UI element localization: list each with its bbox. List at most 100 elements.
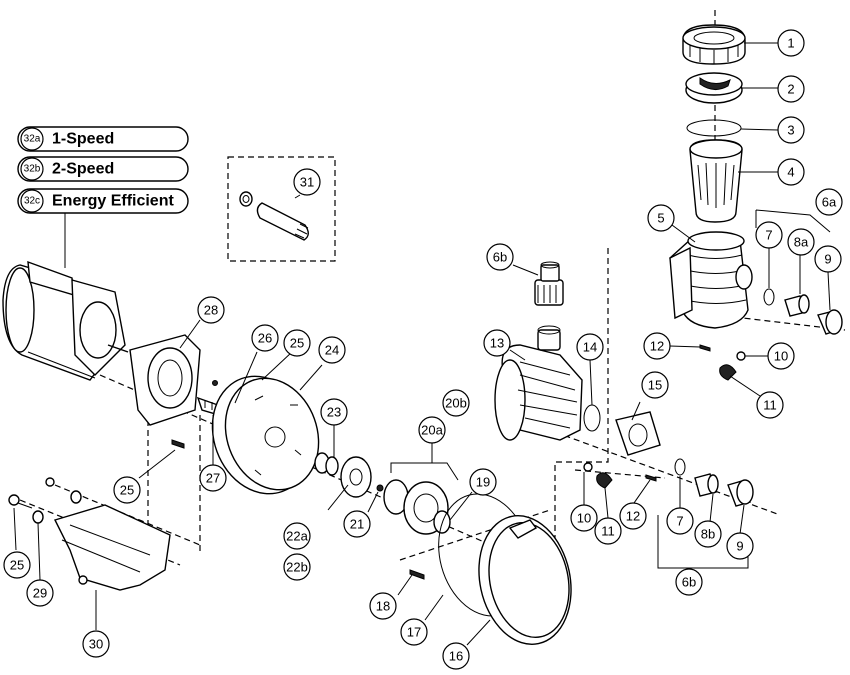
callout-label: 6b <box>493 250 507 265</box>
callout-23: 23 <box>320 398 348 426</box>
callout-label: 2-Speed <box>52 161 114 178</box>
callout-28: 28 <box>197 296 225 324</box>
callout-17: 17 <box>400 618 428 646</box>
lid-oring <box>686 119 742 137</box>
callout-10-top: 10 <box>767 342 795 370</box>
callout-label: 18 <box>376 599 390 614</box>
callout-7-top: 7 <box>755 221 783 249</box>
diffuser-ring <box>383 479 451 535</box>
callout-label: 7 <box>676 514 683 529</box>
callout-label: 21 <box>350 517 364 532</box>
callout-22b: 22b <box>283 553 311 581</box>
callout-label: 7 <box>765 228 772 243</box>
callout-label: 32c <box>24 196 40 207</box>
impeller <box>314 452 384 498</box>
callout-30: 30 <box>82 630 110 658</box>
oring-14 <box>583 404 601 432</box>
adapter-15 <box>615 411 661 456</box>
callout-label: 2 <box>787 82 794 97</box>
callout-label: 31 <box>300 175 314 190</box>
callout-label: 24 <box>325 343 339 358</box>
motor-legend: 32a 1-Speed 32b 2-Speed 32c Energy Effic… <box>17 126 189 268</box>
callout-6b-bot: 6b <box>675 568 703 596</box>
callout-label: 3 <box>787 123 794 138</box>
callout-label: 26 <box>258 331 272 346</box>
callout-29: 29 <box>26 579 54 607</box>
callouts: 1 2 3 4 5 6a 7 8a 9 6b 12 10 11 13 14 15… <box>3 29 843 670</box>
callout-label: 25 <box>10 558 24 573</box>
leader-lines <box>13 42 831 646</box>
callout-label: 9 <box>824 252 831 267</box>
drain-plugs <box>583 344 746 489</box>
callout-22a: 22a <box>283 522 311 550</box>
legend-item-32c: 32c Energy Efficient <box>17 188 189 214</box>
fitting-group-6b <box>657 458 754 569</box>
callout-11-top: 11 <box>756 391 784 419</box>
callout-label: 22b <box>286 560 308 575</box>
callout-5: 5 <box>647 204 675 232</box>
union-fitting-top <box>534 261 564 306</box>
callout-7-bot: 7 <box>666 507 694 535</box>
screws <box>8 439 425 580</box>
callout-27: 27 <box>199 464 227 492</box>
callout-label: 19 <box>476 475 490 490</box>
callout-25-top: 25 <box>283 329 311 357</box>
callout-12-bot: 12 <box>619 502 647 530</box>
callout-12-top: 12 <box>643 332 671 360</box>
callout-label: 6a <box>822 195 837 210</box>
callout-label: 17 <box>407 625 421 640</box>
callout-8b: 8b <box>694 520 722 548</box>
callout-label: 15 <box>648 378 662 393</box>
callout-label: 20b <box>445 396 467 411</box>
callout-label: 27 <box>206 471 220 486</box>
callout-19: 19 <box>469 468 497 496</box>
callout-label: 4 <box>787 165 794 180</box>
callout-14: 14 <box>576 333 604 361</box>
callout-18: 18 <box>369 592 397 620</box>
clamp-ring <box>478 515 572 645</box>
callout-20a: 20a <box>418 416 446 444</box>
strainer-housing <box>669 231 753 329</box>
callout-16: 16 <box>442 642 470 670</box>
callout-6a: 6a <box>815 188 843 216</box>
callout-label: 12 <box>626 509 640 524</box>
callout-label: 32b <box>24 164 41 175</box>
callout-label: 5 <box>657 211 664 226</box>
callout-9-top: 9 <box>814 245 842 273</box>
callout-21: 21 <box>343 510 371 538</box>
strainer-basket <box>689 139 743 223</box>
callout-10-bot: 10 <box>570 504 598 532</box>
callout-label: 23 <box>327 405 341 420</box>
callout-label: 11 <box>601 524 615 539</box>
callout-label: 10 <box>577 511 591 526</box>
callout-label: 14 <box>583 340 597 355</box>
callout-label: 32a <box>24 134 41 145</box>
callout-label: 1-Speed <box>52 131 114 148</box>
callout-label: 16 <box>449 649 463 664</box>
callout-25-mid: 25 <box>113 476 141 504</box>
callout-label: 10 <box>774 349 788 364</box>
callout-label: 8a <box>794 235 809 250</box>
seal-plate <box>129 334 201 426</box>
callout-label: 13 <box>490 336 504 351</box>
callout-label: 12 <box>650 339 664 354</box>
callout-label: 11 <box>763 398 777 413</box>
callout-4: 4 <box>777 158 805 186</box>
callout-26: 26 <box>251 324 279 352</box>
legend-item-32a: 32a 1-Speed <box>17 126 189 152</box>
callout-label: 25 <box>290 336 304 351</box>
diffuser <box>211 375 320 495</box>
lid-ring <box>682 24 746 65</box>
callout-6b-top: 6b <box>486 243 514 271</box>
callout-13: 13 <box>483 329 511 357</box>
callout-label: 1 <box>787 36 794 51</box>
callout-label: 22a <box>286 529 308 544</box>
callout-label: 9 <box>736 539 743 554</box>
lid <box>685 72 743 104</box>
callout-25-bot: 25 <box>3 551 31 579</box>
callout-8a: 8a <box>787 228 815 256</box>
callout-label: 29 <box>33 586 47 601</box>
callout-9-bot: 9 <box>726 532 754 560</box>
callout-2: 2 <box>777 75 805 103</box>
